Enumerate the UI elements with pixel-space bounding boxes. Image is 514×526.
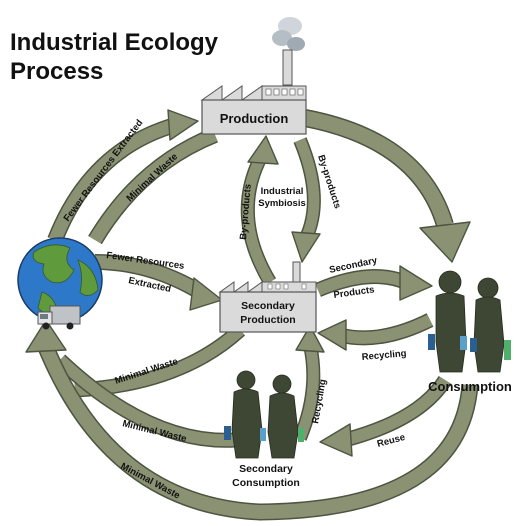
production-box bbox=[201, 99, 307, 135]
consumption-label: Consumption bbox=[428, 379, 512, 394]
diagram-title: Industrial Ecology Process bbox=[10, 28, 270, 86]
secondary-consumption-label-2: Consumption bbox=[232, 477, 300, 489]
arrowhead-consumption bbox=[419, 221, 471, 263]
secondary-production-label-2: Production bbox=[240, 314, 295, 326]
arrowhead-byproducts-down bbox=[291, 231, 321, 263]
label-byproducts-left: By-products bbox=[238, 184, 254, 241]
label-industrial-symbiosis-1: Industrial bbox=[261, 186, 304, 197]
secondary-production-factory-icon bbox=[218, 261, 317, 293]
label-fewer-resources-extracted-top: Fewer Resources Extracted bbox=[62, 118, 146, 224]
label-minimal-waste-bottom: Minimal Waste bbox=[119, 461, 182, 502]
arrowhead-recycling-lower bbox=[295, 325, 325, 353]
secondary-production-box bbox=[219, 291, 317, 333]
garbage-truck-icon bbox=[37, 305, 81, 330]
consumption-people-icon bbox=[428, 270, 511, 373]
arrowhead-byproducts-up bbox=[247, 135, 279, 165]
title-line-1: Industrial Ecology bbox=[10, 29, 219, 56]
arrows bbox=[25, 109, 479, 521]
arrowhead-consumption-products bbox=[399, 265, 433, 301]
arrowhead-earth-bottom bbox=[25, 319, 67, 353]
earth-icon bbox=[17, 237, 103, 323]
title-line-2: Process bbox=[10, 58, 104, 85]
arrowhead-production-left bbox=[167, 109, 199, 141]
secondary-consumption-people-icon bbox=[224, 370, 304, 459]
label-minimal-waste-top: Minimal Waste bbox=[125, 151, 181, 204]
secondary-consumption-label-1: Secondary bbox=[239, 463, 293, 475]
arrowhead-reuse bbox=[319, 423, 353, 457]
production-label: Production bbox=[220, 111, 289, 126]
arrowhead-recycling-right bbox=[317, 319, 347, 351]
arrowhead-secondary-left bbox=[189, 277, 223, 311]
label-recycling-right: Recycling bbox=[361, 348, 407, 363]
label-industrial-symbiosis-2: Symbiosis bbox=[258, 198, 306, 209]
secondary-production-label-1: Secondary bbox=[241, 300, 295, 312]
production-factory-icon bbox=[200, 17, 307, 101]
